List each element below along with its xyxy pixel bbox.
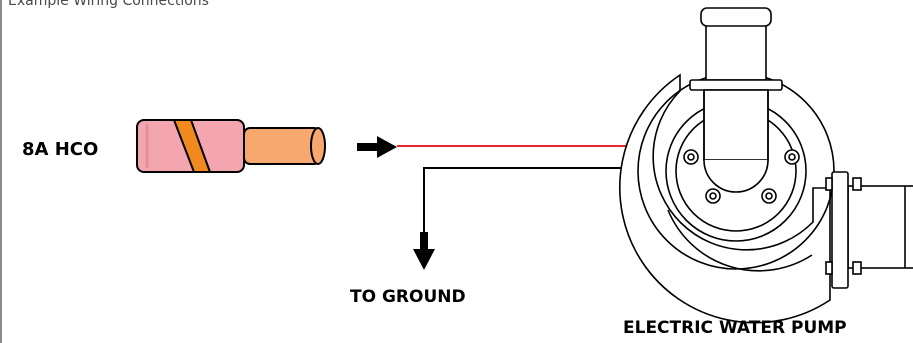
water-pump-icon: [619, 7, 913, 324]
arrow-down-icon: [413, 232, 435, 270]
arrow-right-icon: [357, 136, 397, 158]
ground-label: TO GROUND: [350, 287, 466, 307]
diagram-caption: Example Wiring Connections: [8, 0, 209, 9]
ground-wire: [423, 167, 637, 236]
fuse-label: 8A HCO: [22, 139, 98, 160]
fuse-icon: [136, 119, 326, 173]
left-border: [0, 0, 2, 343]
pump-label: ELECTRIC WATER PUMP: [623, 318, 847, 338]
